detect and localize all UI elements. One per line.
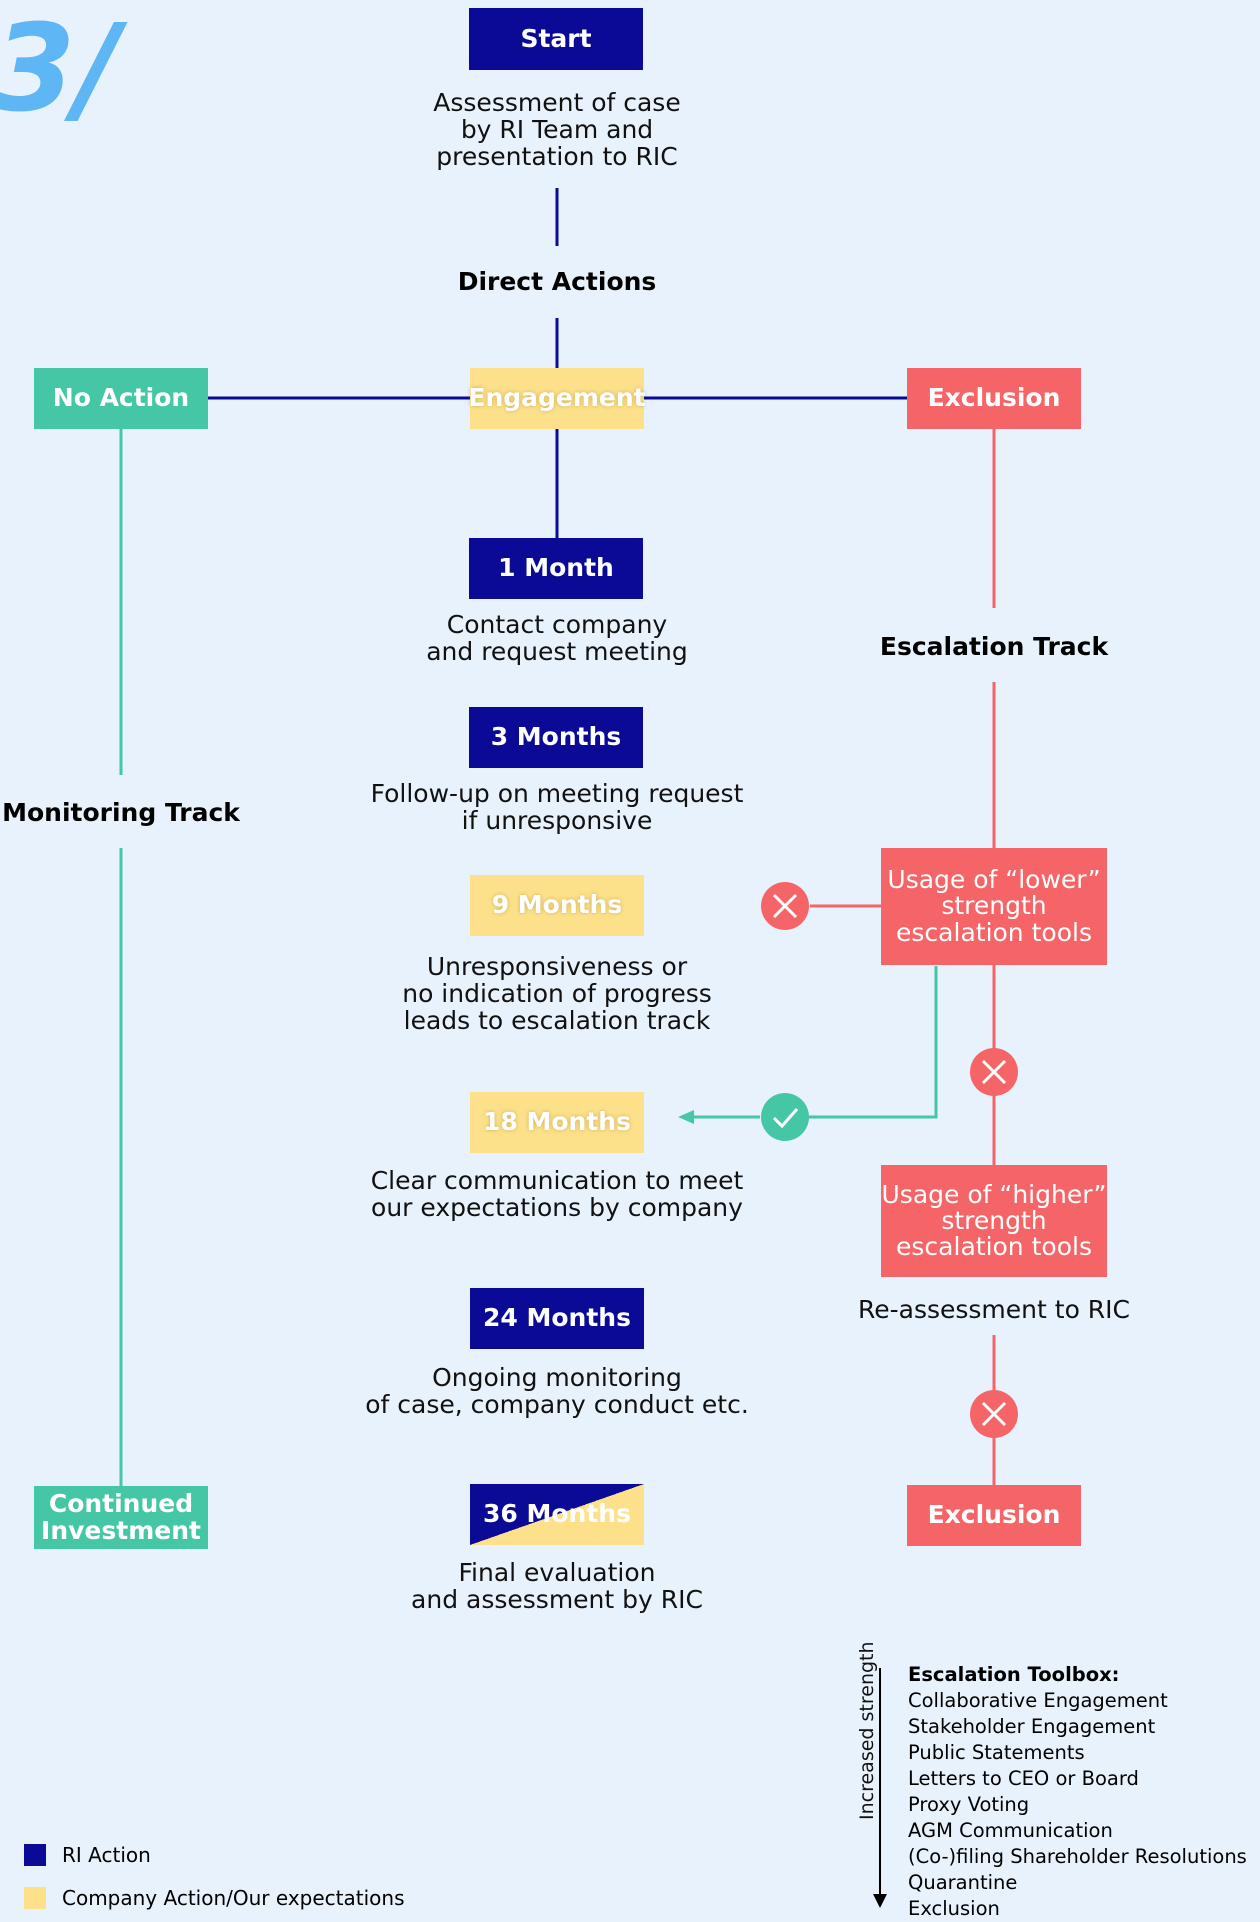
legend-swatch bbox=[24, 1887, 46, 1909]
final-exclusion-label: Exclusion bbox=[927, 1500, 1061, 1530]
toolbox-item: Stakeholder Engagement bbox=[908, 1715, 1156, 1738]
description-line: by RI Team and bbox=[460, 115, 654, 144]
tool-line: strength bbox=[941, 1205, 1047, 1235]
description-line: no indication of progress bbox=[402, 979, 712, 1008]
description-line: Ongoing monitoring bbox=[432, 1363, 682, 1392]
tool-line: escalation tools bbox=[896, 1232, 1092, 1262]
toolbox-item: Proxy Voting bbox=[908, 1793, 1030, 1816]
end-label-line: Continued bbox=[48, 1489, 194, 1519]
tool-line: escalation tools bbox=[896, 917, 1092, 947]
milestone-1-month: 1 Month bbox=[469, 538, 643, 599]
milestone-36-months: 36 Months bbox=[470, 1484, 644, 1545]
no-action-node: No Action bbox=[34, 368, 208, 429]
description-line: Final evaluation bbox=[458, 1558, 656, 1587]
toolbox-item: Quarantine bbox=[908, 1871, 1018, 1894]
milestone-label: 3 Months bbox=[490, 722, 622, 752]
success-path bbox=[808, 966, 938, 1119]
milestone-36-months-description: Final evaluation and assessment by RIC bbox=[411, 1559, 703, 1613]
description-line: our expectations by company bbox=[371, 1193, 743, 1222]
toolbox-item: Collaborative Engagement bbox=[908, 1689, 1168, 1712]
milestone-9-months: 9 Months bbox=[470, 875, 644, 936]
exclusion-label: Exclusion bbox=[927, 383, 1061, 413]
milestone-24-months: 24 Months bbox=[470, 1288, 644, 1349]
legend-swatch bbox=[24, 1844, 46, 1866]
milestone-1-month-description: Contact company and request meeting bbox=[426, 611, 688, 665]
tool-line: Usage of “higher” bbox=[881, 1179, 1107, 1209]
description-line: and request meeting bbox=[426, 637, 688, 666]
description-line: if unresponsive bbox=[461, 806, 653, 835]
description-line: of case, company conduct etc. bbox=[365, 1390, 749, 1419]
description-line: Assessment of case bbox=[433, 88, 681, 117]
engagement-label: Engagement bbox=[468, 383, 646, 413]
toolbox-item: AGM Communication bbox=[908, 1819, 1113, 1842]
description-line: Unresponsiveness or bbox=[426, 952, 688, 981]
continued-investment-node: Continued Investment bbox=[34, 1486, 208, 1549]
legend-item-company-action: Company Action/Our expectations bbox=[24, 1886, 405, 1910]
milestone-label: 1 Month bbox=[498, 553, 614, 583]
failure-icon bbox=[970, 1390, 1018, 1438]
toolbox-item: (Co-)filing Shareholder Resolutions bbox=[908, 1845, 1247, 1868]
legend-label: Company Action/Our expectations bbox=[62, 1886, 405, 1910]
direct-actions-heading: Direct Actions bbox=[457, 267, 657, 296]
start-label: Start bbox=[520, 23, 592, 53]
engagement-node: Engagement bbox=[468, 368, 646, 429]
higher-strength-tools-node: Usage of “higher” strength escalation to… bbox=[881, 1165, 1107, 1277]
no-action-label: No Action bbox=[52, 383, 190, 413]
exclusion-node: Exclusion bbox=[907, 368, 1081, 429]
increased-strength-label: Increased strength bbox=[856, 1641, 878, 1820]
escalation-toolbox: Escalation Toolbox: Collaborative Engage… bbox=[908, 1662, 1247, 1922]
tool-line: Usage of “lower” bbox=[887, 865, 1101, 895]
toolbox-item: Exclusion bbox=[908, 1897, 1000, 1920]
description-line: presentation to RIC bbox=[436, 142, 678, 171]
lower-strength-tools-node: Usage of “lower” strength escalation too… bbox=[881, 848, 1107, 965]
description-line: Follow-up on meeting request bbox=[370, 779, 744, 808]
milestone-3-months: 3 Months bbox=[469, 707, 643, 768]
start-node: Start bbox=[469, 8, 643, 70]
section-number-mark: 3/ bbox=[0, 0, 120, 139]
milestone-label: 36 Months bbox=[483, 1499, 631, 1529]
description-line: Clear communication to meet bbox=[370, 1166, 744, 1195]
toolbox-item: Letters to CEO or Board bbox=[908, 1767, 1139, 1790]
reassessment-text: Re-assessment to RIC bbox=[858, 1296, 1130, 1323]
milestone-18-months: 18 Months bbox=[470, 1092, 644, 1153]
legend-item-ri-action: RI Action bbox=[24, 1843, 151, 1867]
check-icon bbox=[761, 1093, 809, 1141]
milestone-label: 18 Months bbox=[483, 1107, 631, 1137]
escalation-track-heading: Escalation Track bbox=[879, 632, 1109, 661]
milestone-label: 24 Months bbox=[483, 1303, 631, 1333]
strength-arrow-head bbox=[873, 1894, 887, 1908]
arrow-head bbox=[678, 1110, 694, 1124]
milestone-18-months-description: Clear communication to meet our expectat… bbox=[371, 1167, 744, 1221]
legend-label: RI Action bbox=[62, 1843, 151, 1867]
failure-icon bbox=[970, 1048, 1018, 1096]
end-label-line: Investment bbox=[41, 1515, 201, 1545]
monitoring-track-heading: Monitoring Track bbox=[2, 798, 240, 827]
milestone-24-months-description: Ongoing monitoring of case, company cond… bbox=[365, 1364, 749, 1418]
milestone-9-months-description: Unresponsiveness or no indication of pro… bbox=[402, 953, 712, 1034]
final-exclusion-node: Exclusion bbox=[907, 1485, 1081, 1546]
description-line: Contact company bbox=[446, 610, 668, 639]
tool-line: strength bbox=[941, 891, 1047, 921]
toolbox-item: Public Statements bbox=[908, 1741, 1085, 1764]
milestone-label: 9 Months bbox=[491, 890, 623, 920]
failure-icon bbox=[761, 882, 809, 930]
description-line: and assessment by RIC bbox=[411, 1585, 703, 1614]
description-line: Re-assessment to RIC bbox=[857, 1295, 1131, 1324]
toolbox-title: Escalation Toolbox: bbox=[908, 1663, 1120, 1686]
description-line: leads to escalation track bbox=[403, 1006, 711, 1035]
milestone-3-months-description: Follow-up on meeting request if unrespon… bbox=[371, 780, 744, 834]
start-description: Assessment of case by RI Team and presen… bbox=[433, 89, 680, 170]
